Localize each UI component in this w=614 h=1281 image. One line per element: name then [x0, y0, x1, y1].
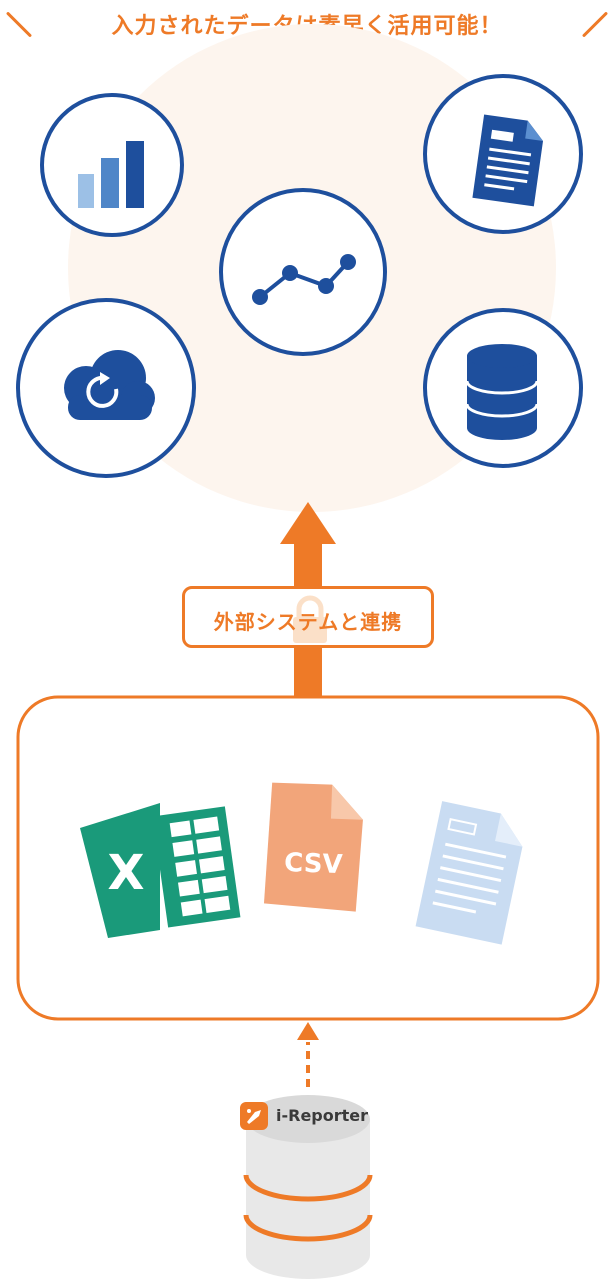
excel-letter: X — [107, 845, 144, 901]
source-arrow — [297, 1022, 319, 1087]
text-file-icon — [415, 801, 523, 945]
document-circle — [423, 74, 583, 234]
database-icon — [465, 344, 539, 440]
excel-icon: X — [80, 803, 241, 938]
line-chart-circle — [219, 188, 387, 356]
csv-file-icon: CSV — [263, 782, 363, 912]
bar-chart-icon — [78, 141, 144, 208]
cloud-sync-icon — [64, 350, 155, 420]
bar-chart-circle — [40, 93, 184, 237]
integration-label: 外部システムと連携 — [213, 610, 403, 634]
line-chart-icon — [252, 254, 356, 305]
document-icon — [472, 114, 544, 207]
lock-icon — [293, 595, 327, 643]
cylinder-icon — [243, 1095, 373, 1279]
csv-label: CSV — [284, 848, 343, 880]
cloud-sync-circle — [16, 298, 196, 478]
brand-name: i-Reporter — [276, 1106, 369, 1125]
database-circle — [423, 308, 583, 468]
i-reporter-logo-icon — [240, 1102, 268, 1130]
integration-label-box: 外部システムと連携 — [182, 586, 434, 648]
